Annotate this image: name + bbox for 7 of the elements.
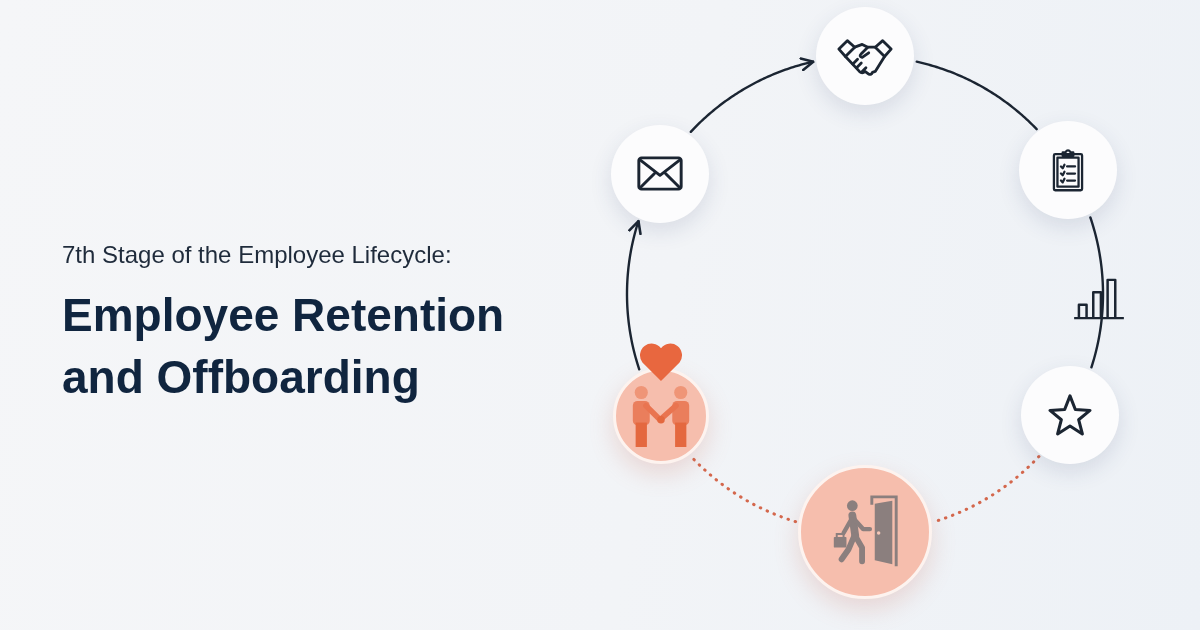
arrow [689,57,815,134]
connector-line [915,60,1038,131]
subtitle: 7th Stage of the Employee Lifecycle: [62,240,453,270]
title: Employee Retention and Offboarding [62,288,506,405]
dotted-connector-line [689,455,798,524]
connector-line [1089,216,1105,369]
arrow [625,219,642,371]
